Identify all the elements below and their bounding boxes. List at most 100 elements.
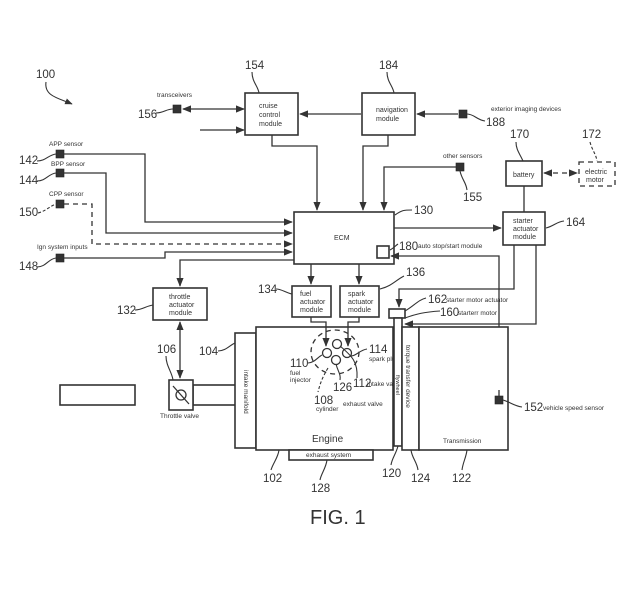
ref-132-leader <box>134 304 154 311</box>
ref-124: 124 <box>411 473 431 485</box>
intake-manifold: intake manifold 104 <box>199 332 257 449</box>
ref-144: 144 <box>19 175 39 187</box>
other-sensors-to-ecm-arrow <box>380 166 456 211</box>
app-sensor: APP sensor 142 <box>19 141 293 226</box>
nav-to-ecm-arrow <box>359 135 389 211</box>
ecm-label: ECM <box>334 235 350 242</box>
exhaust-system-box <box>288 449 374 461</box>
ref-112: 112 <box>353 378 371 390</box>
cruise-control-module: cruise control module 154 <box>244 60 299 136</box>
ref-114-leader <box>350 348 368 357</box>
ref-160-leader <box>404 310 441 319</box>
ref-152-leader <box>502 399 523 408</box>
torque-transfer-device: torque transfer device 124 <box>401 326 431 485</box>
cruise-label-3: module <box>259 121 282 128</box>
ref-130-leader <box>394 209 413 216</box>
throttle-actuator-label-2: actuator <box>169 302 195 309</box>
cpp-sensor: CPP sensor 150 <box>19 191 293 248</box>
starter-to-160-arrow <box>404 245 537 328</box>
engine-box <box>255 326 394 451</box>
other-sensors: other sensors 155 <box>380 153 483 211</box>
ign-inputs-label: Ign system inputs <box>37 244 88 251</box>
ref-164: 164 <box>566 217 586 229</box>
ref-152: 152 <box>524 402 543 414</box>
exterior-imaging-sensor: exterior imaging devices 188 <box>416 106 562 129</box>
spark-actuator-label-3: module <box>348 307 371 314</box>
exterior-imaging-icon <box>458 109 468 119</box>
ref-108-leader <box>317 367 329 393</box>
exhaust-valve-label: exhaust valve <box>343 401 383 408</box>
ref-156-leader <box>155 108 174 114</box>
starter-actuator-label-1: starter <box>513 218 534 225</box>
starter-motor-actuator-box <box>388 308 406 319</box>
starter-to-162-arrow <box>395 245 515 308</box>
navigation-module: navigation module 184 <box>361 60 416 136</box>
bpp-sensor: BPP sensor 144 <box>19 161 293 237</box>
spark-actuator-module: spark actuator module 136 <box>339 264 425 347</box>
throttle-valve: Throttle valve 106 <box>59 344 237 420</box>
cylinder-label: cylinder <box>316 406 339 413</box>
ref-120-leader <box>390 445 399 466</box>
throttle-plate-shaft <box>172 385 190 405</box>
electric-motor-label-2: motor <box>586 177 605 184</box>
intake-valve-icon <box>331 338 343 350</box>
starter-motor-label: starterr motor <box>458 310 498 317</box>
spark-plug-label: spark plug <box>369 356 399 363</box>
ecm-module: ECM 130 180 auto stop/start module <box>293 205 483 265</box>
spark-plug-icon <box>341 347 353 359</box>
ref-162: 162 <box>428 294 447 306</box>
ref-154-leader <box>251 71 260 94</box>
torque-transfer-label: torque transfer device <box>404 345 411 408</box>
fuel-injector-icon <box>321 347 333 359</box>
ref-128: 128 <box>311 483 330 495</box>
starter-motor-actuator: 162 starter motor actuator <box>388 294 509 319</box>
bpp-sensor-icon <box>55 168 65 178</box>
spark-actuator-label-1: spark <box>348 291 366 298</box>
navigation-label-1: navigation <box>376 107 408 114</box>
transmission-label: Transmission <box>443 438 482 445</box>
bpp-to-ecm-arrow <box>64 172 293 237</box>
ref-120: 120 <box>382 468 401 480</box>
ref-126-leader <box>335 363 341 381</box>
ref-180: 180 <box>399 241 418 253</box>
throttle-plate-icon <box>175 389 187 401</box>
bpp-sensor-label: BPP sensor <box>51 161 86 168</box>
vehicle-speed-label: vehicle speed sensor <box>543 405 605 412</box>
ref-150-leader <box>37 203 57 214</box>
fuel-to-injector-arrow <box>310 317 330 347</box>
starter-motor-actuator-label: starter motor actuator <box>446 297 509 304</box>
spark-to-plug-arrow <box>344 317 360 347</box>
battery-label: battery <box>513 172 535 179</box>
ref-102-leader <box>270 449 280 471</box>
ref-150: 150 <box>19 207 38 219</box>
intake-valve-label: intake valve <box>367 381 402 388</box>
throttle-actuator-label-3: module <box>169 310 192 317</box>
fuel-actuator-label-2: actuator <box>300 299 326 306</box>
ref-130: 130 <box>414 205 433 217</box>
engine-label: Engine <box>312 434 344 445</box>
ref-188: 188 <box>486 117 505 129</box>
ref-100: 100 <box>36 69 55 81</box>
ign-inputs-icon <box>55 253 65 263</box>
intake-pipe-left <box>59 384 136 406</box>
fuel-actuator-box <box>291 285 332 318</box>
flywheel-label: flywheel <box>394 375 400 395</box>
intake-pipe-right <box>192 384 237 406</box>
ref-128-leader <box>319 459 328 481</box>
ign-to-ecm-arrow <box>64 248 293 259</box>
navigation-box <box>361 92 416 136</box>
ref-104-leader <box>217 342 236 352</box>
other-sensors-label: other sensors <box>443 153 483 160</box>
ref-110-leader <box>307 354 323 364</box>
cruise-to-ecm-arrow <box>271 135 321 211</box>
ign-inputs: Ign system inputs 148 <box>19 244 293 273</box>
throttle-actuator-label-1: throttle <box>169 294 191 301</box>
ref-112-leader <box>339 345 358 379</box>
vehicle-speed-sensor: 152 vehicle speed sensor <box>494 390 605 414</box>
ref-122: 122 <box>452 473 471 485</box>
throttle-actuator-module: throttle actuator module 132 <box>117 287 208 321</box>
ref-162-leader <box>404 297 427 312</box>
ref-136: 136 <box>406 267 425 279</box>
ref-160: 160 <box>440 307 459 319</box>
